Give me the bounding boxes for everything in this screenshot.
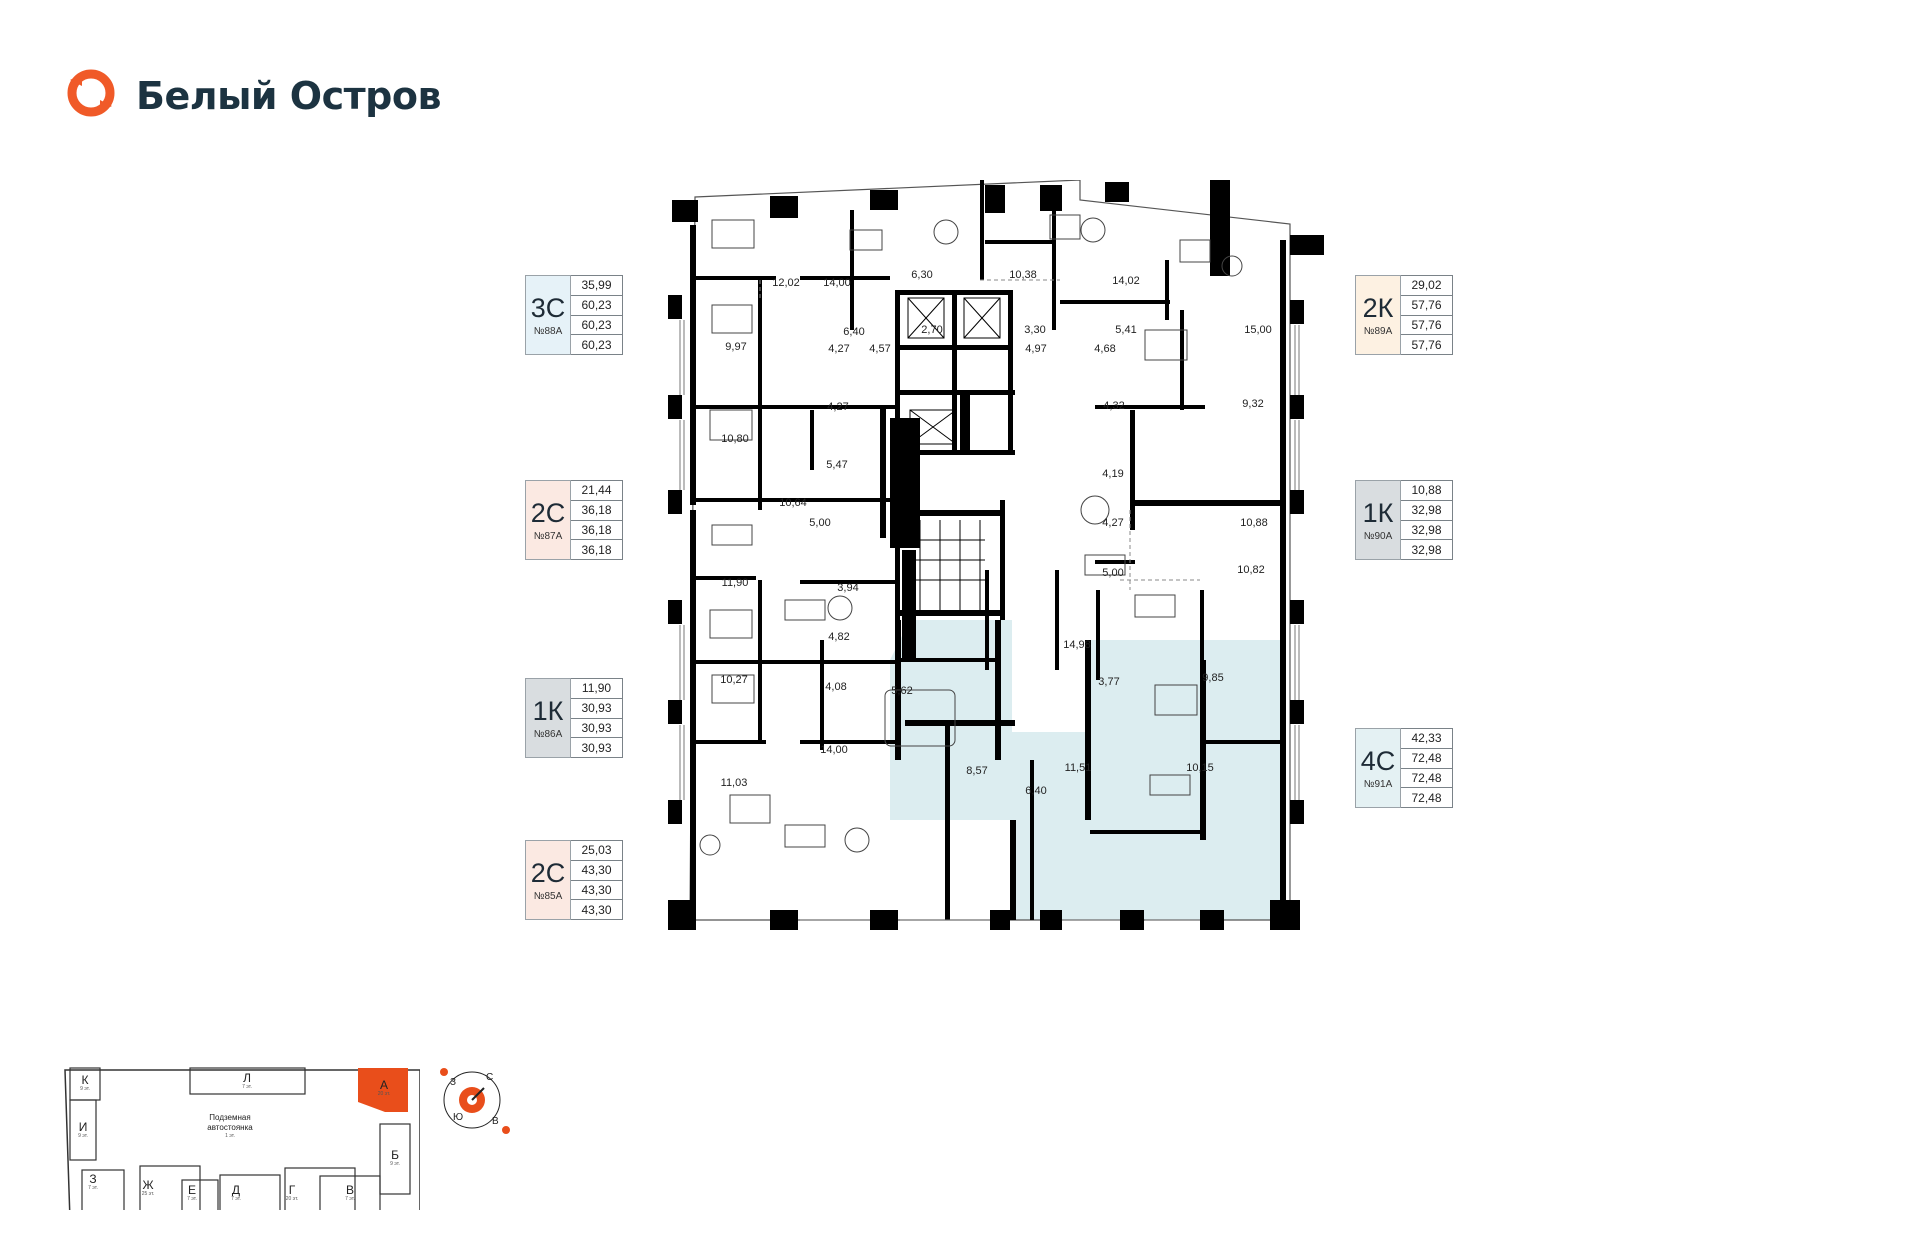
compass-west: З bbox=[450, 1077, 457, 1088]
room-area: 6,30 bbox=[911, 269, 933, 281]
room-area: 11,03 bbox=[720, 777, 748, 789]
room-area: 6,40 bbox=[843, 326, 865, 338]
room-area: 3,30 bbox=[1024, 324, 1046, 336]
room-area: 11,90 bbox=[721, 577, 749, 589]
floor-plan-drawing bbox=[668, 166, 1324, 930]
room-area: 4,97 bbox=[1025, 343, 1047, 355]
room-area: 5,41 bbox=[1115, 324, 1137, 336]
room-area: 10,80 bbox=[721, 433, 749, 445]
floor-plan: 12,02 14,00 6,30 10,38 14,02 15,00 6,40 … bbox=[640, 166, 1340, 945]
room-area: 4,82 bbox=[828, 631, 850, 643]
room-area: 4,19 bbox=[1102, 468, 1124, 480]
room-area: 9,85 bbox=[1202, 672, 1224, 684]
room-area: 4,57 bbox=[869, 343, 891, 355]
room-area: 5,47 bbox=[826, 459, 848, 471]
room-area: 14,00 bbox=[823, 277, 851, 289]
room-area: 11,51 bbox=[1064, 762, 1092, 774]
room-area: 10,27 bbox=[720, 674, 748, 686]
room-area: 5,00 bbox=[809, 517, 831, 529]
room-area: 4,08 bbox=[825, 681, 847, 693]
compass-south: Ю bbox=[453, 1112, 464, 1123]
room-area: 5,00 bbox=[1102, 567, 1124, 579]
room-area: 14,98 bbox=[1063, 639, 1091, 651]
room-area: 10,64 bbox=[779, 497, 807, 509]
room-area: 14,02 bbox=[1112, 275, 1140, 287]
room-area: 10,88 bbox=[1240, 517, 1268, 529]
room-area: 5,62 bbox=[891, 685, 913, 697]
compass: С З Ю В bbox=[430, 1060, 520, 1145]
room-area: 6,40 bbox=[1025, 785, 1047, 797]
compass-east: В bbox=[492, 1116, 499, 1127]
room-area: 2,70 bbox=[921, 324, 943, 336]
room-area: 10,15 bbox=[1186, 762, 1214, 774]
room-area: 14,00 bbox=[820, 744, 848, 756]
room-area: 15,00 bbox=[1244, 324, 1272, 336]
brand-logo[interactable]: Белый Остров bbox=[64, 66, 442, 125]
room-area: 8,57 bbox=[966, 765, 988, 777]
room-area: 3,94 bbox=[837, 582, 859, 594]
room-area: 10,38 bbox=[1009, 269, 1037, 281]
room-area: 4,32 bbox=[1103, 400, 1125, 412]
parking-label: Подземная автостоянка 1 эт. bbox=[207, 1113, 253, 1139]
room-area: 4,68 bbox=[1094, 343, 1116, 355]
room-area: 9,97 bbox=[725, 341, 747, 353]
room-area: 4,27 bbox=[828, 343, 850, 355]
room-area: 12,02 bbox=[772, 277, 800, 289]
room-area: 4,27 bbox=[827, 401, 849, 413]
room-area: 3,77 bbox=[1098, 676, 1120, 688]
compass-icon bbox=[440, 1068, 510, 1134]
room-area: 10,82 bbox=[1237, 564, 1265, 576]
room-area: 9,32 bbox=[1242, 398, 1264, 410]
compass-north: С bbox=[486, 1072, 494, 1083]
brand-name: Белый Остров bbox=[136, 73, 442, 118]
brand-mark-icon bbox=[64, 66, 118, 125]
room-area: 4,27 bbox=[1102, 517, 1124, 529]
